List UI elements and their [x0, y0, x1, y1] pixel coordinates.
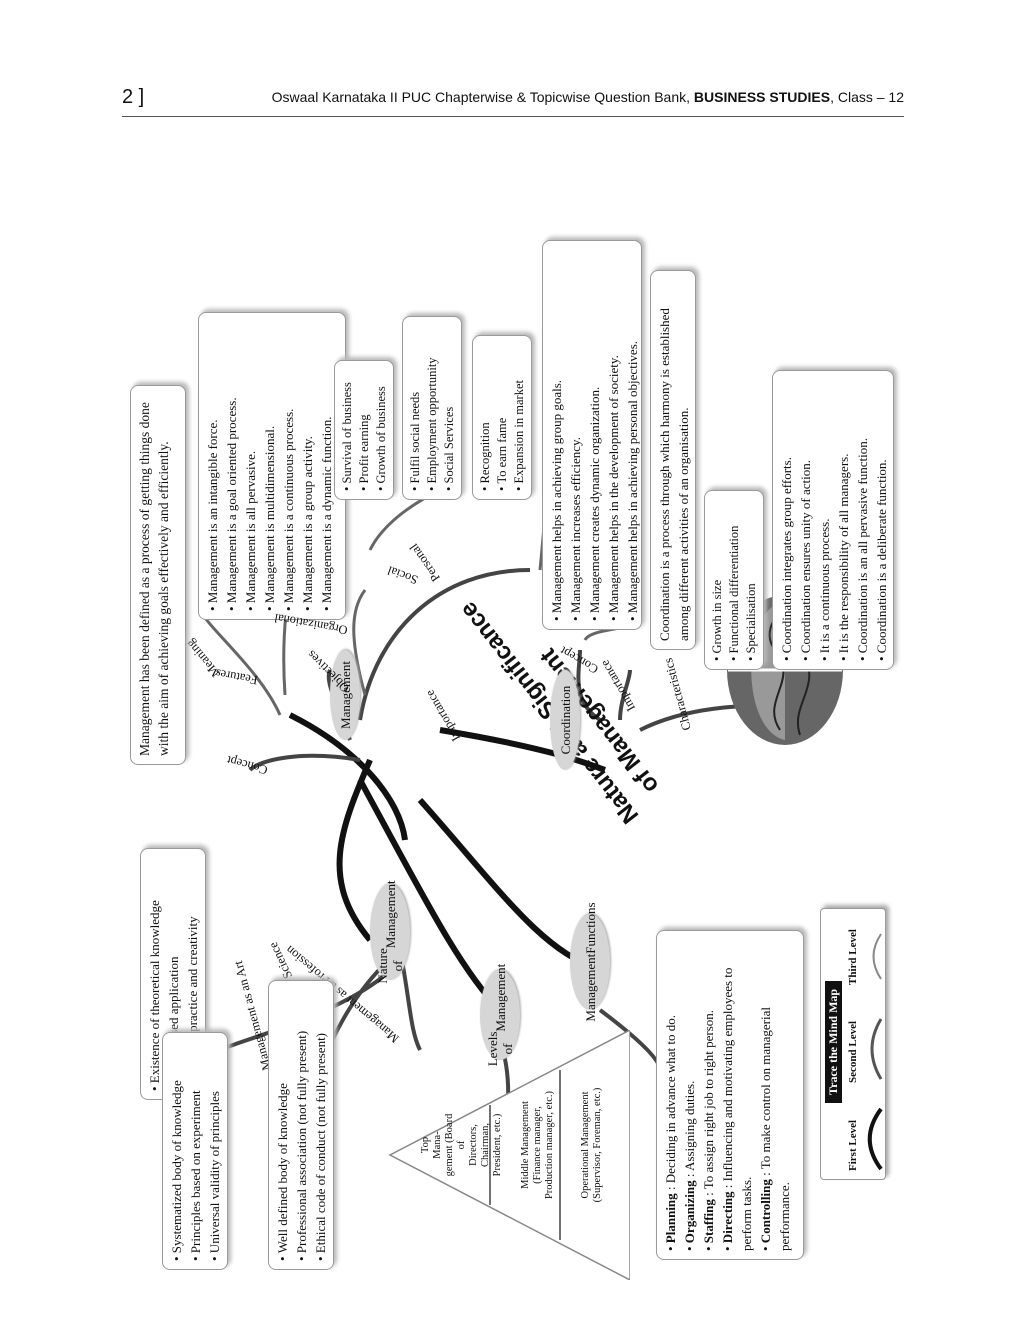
- legend-first: First Level: [847, 1119, 859, 1171]
- meaning-box: Management has been defined as a process…: [130, 385, 186, 765]
- personal-box: Recognition To earn fame Expansion in ma…: [472, 335, 532, 500]
- levels-middle: Middle Management(Finance manager,Produc…: [520, 1090, 555, 1200]
- levels-triangle: [388, 1030, 630, 1280]
- characteristics-box: Coordination integrates group efforts. C…: [772, 370, 894, 670]
- organizational-box: Survival of business Profit earning Grow…: [334, 360, 394, 500]
- science-box: Systematized body of knowledge Principle…: [162, 1032, 228, 1270]
- functions-box: Planning : Deciding in advance what to d…: [656, 930, 804, 1260]
- branch-management: [288, 712, 408, 841]
- legend-second: Second Level: [847, 1020, 859, 1083]
- coordination-concept-box: Coordination is a process through which …: [650, 270, 696, 650]
- page-number: 2 ]: [122, 86, 145, 108]
- legend-strokes: [867, 933, 883, 1171]
- features-box: Management is an intangible force. Manag…: [198, 312, 346, 620]
- page-header: 2 ] Oswaal Karnataka II PUC Chapterwise …: [122, 86, 904, 117]
- coordination-node: Coordination: [550, 670, 580, 770]
- profession-box: Well defined body of knowledge Professio…: [268, 980, 334, 1270]
- running-head: Oswaal Karnataka II PUC Chapterwise & To…: [271, 89, 904, 105]
- social-box: Fulfil social needs Employment opportuni…: [402, 316, 462, 500]
- mind-map-rotated: Nature and Significance of Management Ma…: [120, 130, 904, 1280]
- levels-operational: Operational Management(Supervisor, Forem…: [580, 1087, 603, 1203]
- coordination-importance-box: Growth in size Functional differentiatio…: [704, 490, 764, 670]
- mind-map: Nature and Significance of Management Ma…: [120, 130, 904, 1280]
- legend-box: Trace the Mind Map First Level Second Le…: [820, 908, 886, 1180]
- legend-title: Trace the Mind Map: [825, 980, 842, 1103]
- management-node: Management: [330, 650, 360, 740]
- importance-box: Management helps in achieving group goal…: [542, 240, 642, 630]
- legend-third: Third Level: [847, 929, 859, 985]
